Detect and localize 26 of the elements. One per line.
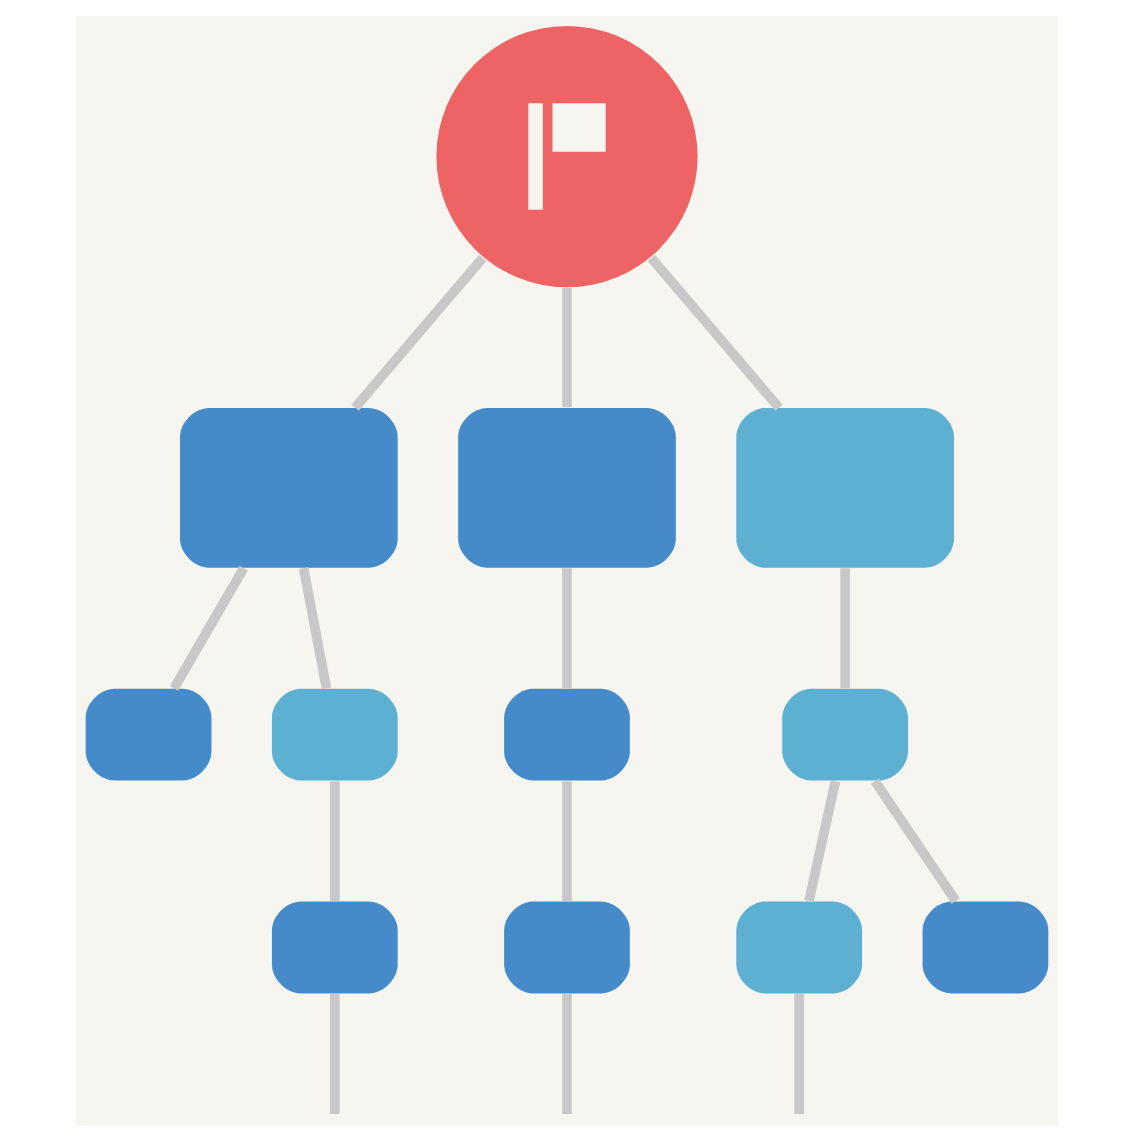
node-box xyxy=(781,688,908,781)
connector xyxy=(839,568,849,689)
connector xyxy=(561,781,571,901)
connector xyxy=(328,993,339,1115)
connector xyxy=(297,567,331,690)
node-box xyxy=(503,688,629,781)
connector xyxy=(803,780,840,903)
connector xyxy=(350,254,486,411)
connector xyxy=(561,288,571,408)
node-box xyxy=(457,408,675,568)
node-box xyxy=(179,408,397,568)
node-box xyxy=(270,901,397,994)
node-box xyxy=(735,901,862,994)
node-circle xyxy=(435,25,697,288)
node-box xyxy=(270,688,397,781)
connector xyxy=(793,993,804,1115)
connector xyxy=(168,565,247,691)
node-box xyxy=(735,408,953,568)
connector xyxy=(561,993,571,1115)
connector xyxy=(869,778,959,904)
connector xyxy=(561,568,571,689)
node-box xyxy=(503,901,629,994)
connector xyxy=(328,781,339,901)
node-box xyxy=(84,688,211,781)
node-box xyxy=(921,901,1048,994)
connector xyxy=(646,254,782,411)
